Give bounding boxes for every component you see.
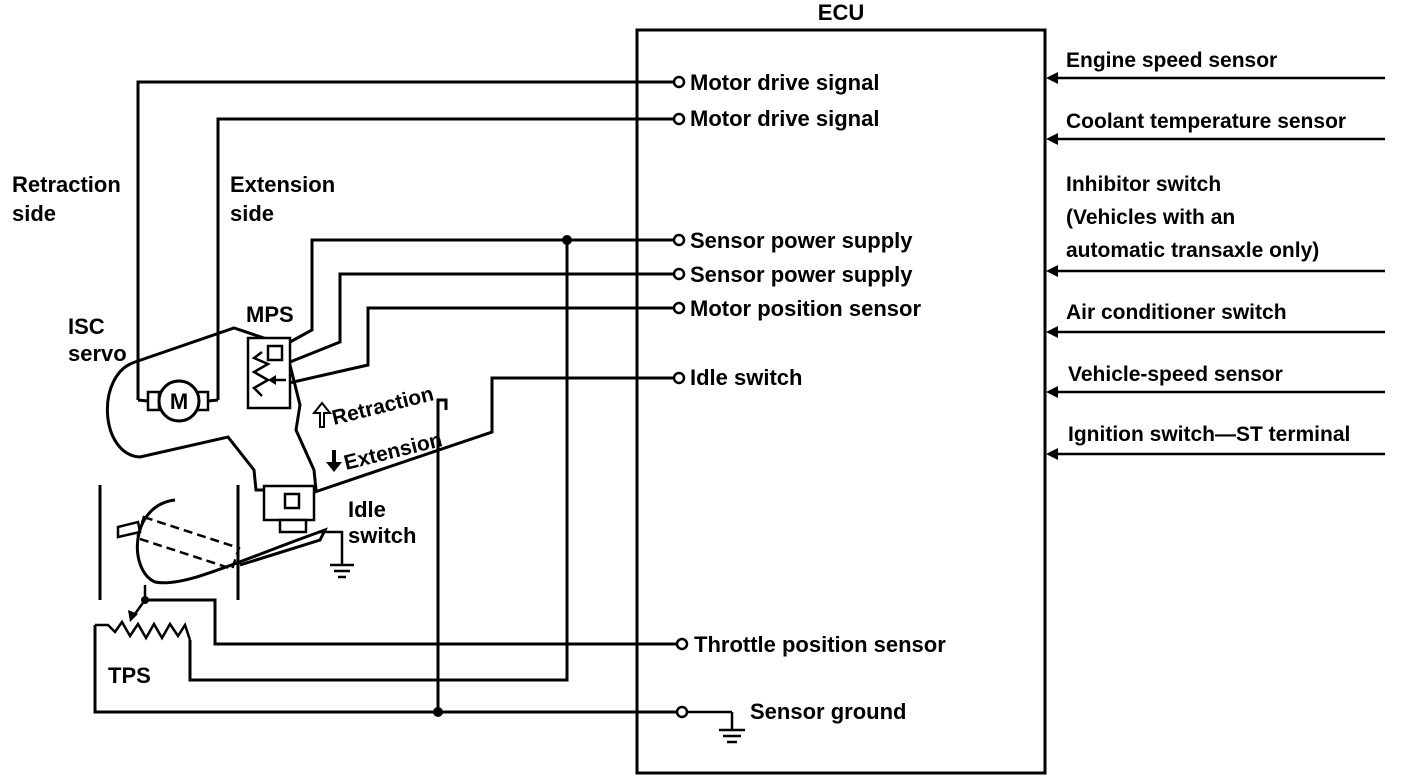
mps-resistor-icon: [251, 351, 271, 397]
input-engine-speed: Engine speed sensor: [1066, 49, 1277, 72]
ground-icon: [688, 710, 745, 744]
terminal-dot: [672, 267, 686, 281]
terminal-throttle-position: Throttle position sensor: [694, 632, 946, 657]
input-air-conditioner: Air conditioner switch: [1066, 301, 1287, 324]
arrow-icon: [1046, 386, 1058, 398]
throttle-body: [95, 485, 329, 641]
wire-tps-power: [188, 240, 569, 682]
terminal-dot: [672, 371, 686, 385]
input-inhibitor-1: Inhibitor switch: [1066, 173, 1221, 196]
isc-servo-housing: [105, 326, 318, 492]
extension-arrow-icon: [326, 450, 342, 472]
input-ignition-switch: Ignition switch—ST terminal: [1068, 423, 1350, 446]
input-vehicle-speed: Vehicle-speed sensor: [1068, 363, 1283, 386]
extension-arrow-label: Extension: [342, 428, 445, 475]
retraction-arrow-icon: [311, 401, 333, 428]
motor-contact: [146, 390, 161, 412]
ecu-inputs: Engine speed sensor Coolant temperature …: [1046, 49, 1385, 460]
terminal-dot: [675, 705, 689, 719]
ecu-title: ECU: [818, 0, 864, 25]
terminal-motor-drive-2: Motor drive signal: [690, 106, 879, 131]
ecu-terminals: Motor drive signal Motor drive signal Se…: [672, 70, 946, 744]
wiring: [93, 80, 677, 717]
terminal-dot: [675, 637, 689, 651]
terminal-motor-drive-1: Motor drive signal: [690, 70, 879, 95]
mps-contact: [266, 344, 284, 362]
motor-label: M: [170, 389, 188, 414]
arrow-icon: [1046, 326, 1058, 338]
wire-sensor-power-2: [289, 272, 674, 364]
label-extension-side-1: Extension: [230, 172, 335, 197]
terminal-idle-switch: Idle switch: [690, 365, 802, 390]
ecu-block: ECU: [635, 0, 1047, 775]
terminal-motor-position: Motor position sensor: [690, 296, 921, 321]
label-tps: TPS: [108, 663, 151, 688]
arrow-icon: [1046, 133, 1058, 145]
ecu-box: [635, 28, 1047, 775]
label-isc-servo-1: ISC: [68, 314, 105, 339]
wire-tps-signal: [145, 598, 677, 646]
throttle-lever: [135, 498, 329, 585]
terminal-sensor-power-2: Sensor power supply: [690, 262, 913, 287]
junction-dot: [433, 707, 443, 717]
label-retraction-side-1: Retraction: [12, 172, 121, 197]
retraction-arrow-label: Retraction: [330, 382, 436, 429]
wire-sensor-power-1: [289, 238, 674, 344]
throttle-plate: [135, 515, 241, 571]
throttle-shaft: [116, 520, 142, 539]
label-mps: MPS: [246, 302, 294, 327]
idle-switch-ground: [318, 530, 354, 579]
idle-contact: [283, 492, 301, 510]
label-retraction-side-2: side: [12, 201, 56, 226]
terminal-sensor-ground: Sensor ground: [750, 699, 906, 724]
terminal-dot: [672, 112, 686, 126]
ground-icon: [330, 563, 354, 579]
plunger-tip: [278, 518, 308, 534]
arrow-icon: [1046, 265, 1058, 277]
junction-dot: [141, 596, 149, 604]
component-labels: Retraction side Extension side ISC servo…: [12, 172, 416, 688]
terminal-dot: [672, 301, 686, 315]
terminal-sensor-power-1: Sensor power supply: [690, 228, 913, 253]
junction-dot: [562, 235, 572, 245]
wire-extension: [216, 117, 674, 400]
tps-resistor-icon: [95, 619, 192, 641]
motor-icon: [157, 379, 201, 423]
input-coolant-temp: Coolant temperature sensor: [1066, 110, 1346, 133]
isc-servo: M Retraction Extension: [105, 326, 445, 534]
terminal-dot: [672, 233, 686, 247]
wire-motor-position: [279, 306, 674, 387]
input-inhibitor-2: (Vehicles with an: [1066, 206, 1235, 229]
arrow-icon: [1046, 448, 1058, 460]
wire-sensor-ground: [93, 625, 677, 714]
terminal-dot: [672, 75, 686, 89]
label-extension-side-2: side: [230, 201, 274, 226]
wire-ground-idle: [436, 398, 448, 712]
wire-retraction: [136, 80, 674, 400]
input-inhibitor-3: automatic transaxle only): [1066, 239, 1319, 262]
label-idle-switch-2: switch: [348, 523, 416, 548]
label-idle-switch-1: Idle: [348, 497, 386, 522]
wire-idle-switch: [299, 376, 674, 499]
label-isc-servo-2: servo: [68, 341, 127, 366]
arrow-icon: [1046, 72, 1058, 84]
